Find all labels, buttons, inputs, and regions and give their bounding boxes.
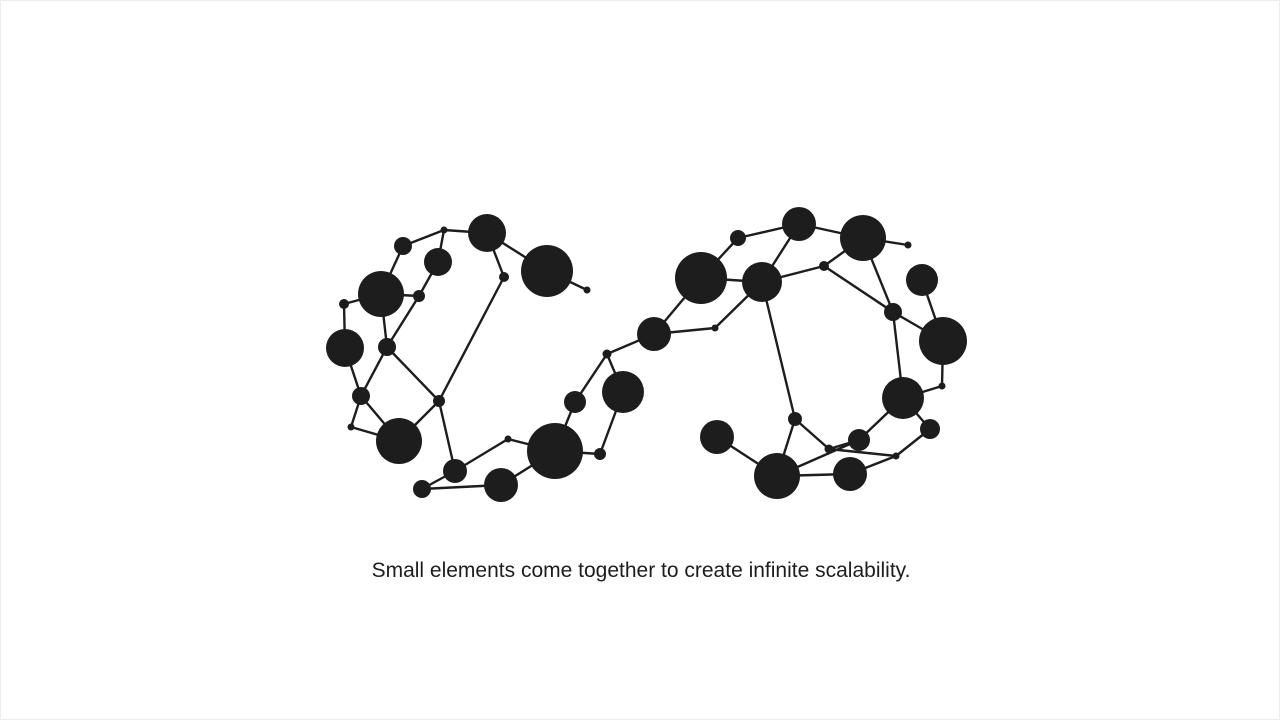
network-node xyxy=(730,230,746,246)
network-node xyxy=(700,420,734,454)
network-node xyxy=(819,261,829,271)
network-link xyxy=(385,345,441,403)
network-link xyxy=(822,264,895,314)
network-link xyxy=(793,417,831,451)
network-node xyxy=(339,299,349,309)
network-node xyxy=(594,448,606,460)
network-node xyxy=(848,429,870,451)
network-node xyxy=(938,382,946,390)
network-node xyxy=(675,252,727,304)
network-node xyxy=(352,387,370,405)
network-node xyxy=(884,303,902,321)
network-node xyxy=(468,214,506,252)
network-node xyxy=(358,271,404,317)
network-node xyxy=(394,237,412,255)
network-node xyxy=(833,457,867,491)
network-node xyxy=(433,395,445,407)
network-node xyxy=(440,226,448,234)
network-node xyxy=(424,248,452,276)
network-node xyxy=(754,453,800,499)
network-node xyxy=(527,423,583,479)
network-link xyxy=(437,275,506,403)
caption-text: Small elements come together to create i… xyxy=(371,559,911,582)
network-node xyxy=(602,349,612,359)
network-node xyxy=(564,391,586,413)
network-node xyxy=(504,435,512,443)
network-node xyxy=(326,329,364,367)
network-link xyxy=(760,280,797,421)
network-node xyxy=(347,423,355,431)
network-node xyxy=(637,317,671,351)
network-node xyxy=(788,412,802,426)
network-node xyxy=(920,419,940,439)
network-link xyxy=(827,447,898,458)
network-node xyxy=(583,286,591,294)
network-node xyxy=(443,459,467,483)
network-node xyxy=(602,371,644,413)
network-node xyxy=(376,418,422,464)
network-node xyxy=(892,452,900,460)
network-node xyxy=(906,264,938,296)
network-node xyxy=(499,272,509,282)
network-node xyxy=(782,207,816,241)
network-link xyxy=(385,294,421,349)
network-node xyxy=(521,245,573,297)
network-node xyxy=(904,241,912,249)
network-node xyxy=(711,324,719,332)
network-node xyxy=(840,215,886,261)
network-node xyxy=(378,338,396,356)
network-node xyxy=(413,290,425,302)
network-node xyxy=(742,262,782,302)
network-node xyxy=(882,377,924,419)
network-node xyxy=(919,317,967,365)
network-node xyxy=(413,480,431,498)
network-node xyxy=(484,468,518,502)
network-node xyxy=(824,444,834,454)
network-link xyxy=(359,345,389,398)
